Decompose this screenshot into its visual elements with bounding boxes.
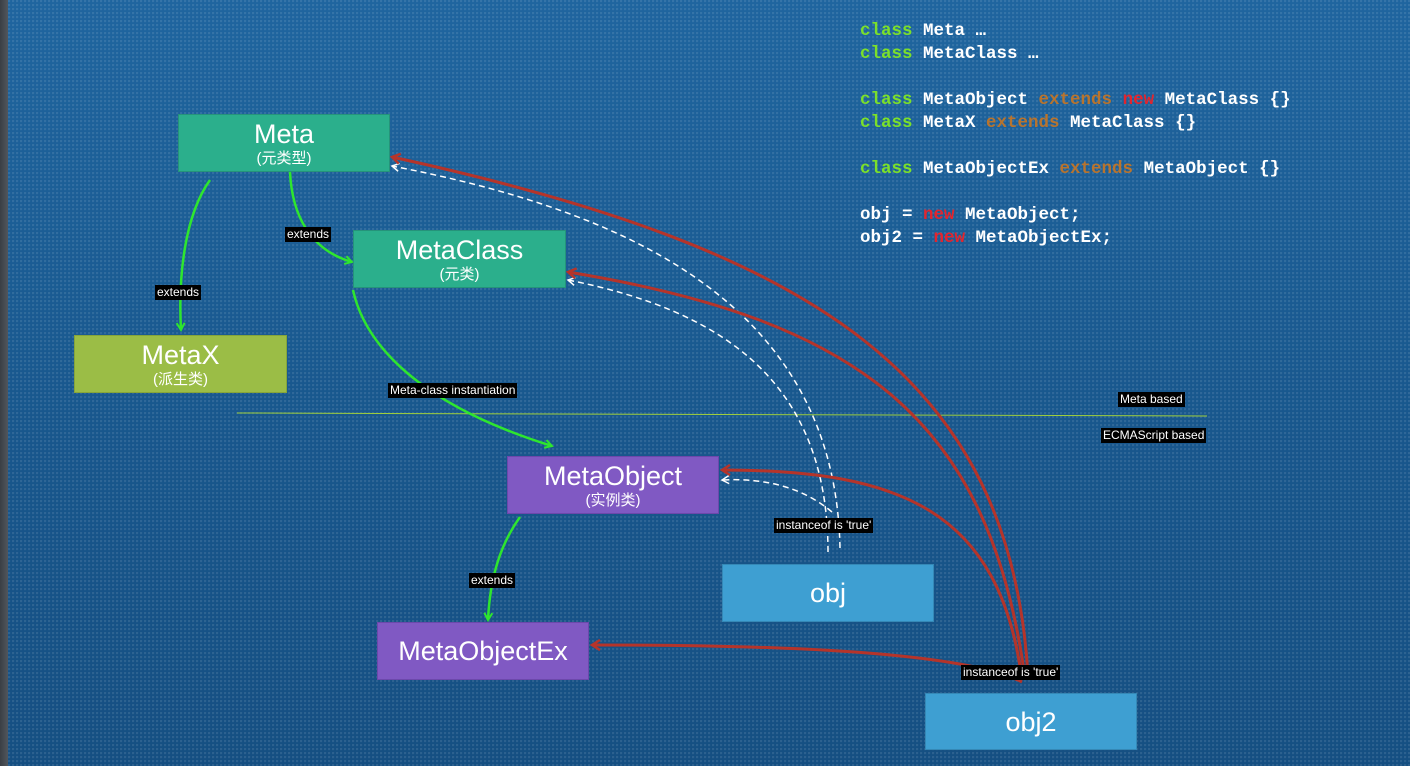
label-meta-based: Meta based	[1118, 392, 1185, 407]
code-listing: class Meta … class MetaClass … class Meta…	[860, 20, 1291, 250]
node-obj2: obj2	[925, 693, 1137, 750]
arrow-metaobjectex-extends	[488, 516, 522, 620]
node-obj-title: obj	[809, 578, 847, 608]
dashed-obj-to-meta	[390, 162, 841, 549]
node-meta-title: Meta	[253, 118, 315, 149]
node-meta: Meta (元类型)	[178, 114, 390, 172]
node-obj2-title: obj2	[1005, 706, 1057, 737]
arrow-obj2-to-meta	[392, 157, 1030, 676]
code-line-4: class MetaX extends MetaClass {}	[860, 113, 1197, 133]
arrow-obj2-to-metaobject	[722, 470, 1024, 681]
code-line-7: obj2 = new MetaObjectEx;	[860, 228, 1113, 248]
node-obj: obj	[722, 564, 934, 622]
label-extends-metaobjectex: extends	[469, 573, 516, 588]
node-meta-subtitle: (元类型)	[256, 149, 312, 167]
code-line-5: class MetaObjectEx extends MetaObject {}	[860, 159, 1281, 179]
code-line-1: class Meta …	[860, 21, 987, 41]
node-metax-title: MetaX	[141, 339, 220, 370]
node-metaclass-title: MetaClass	[395, 234, 524, 265]
left-edge-bar	[0, 0, 8, 766]
code-blank-2	[860, 135, 1291, 158]
node-metaclass: MetaClass (元类)	[353, 230, 566, 288]
arrow-obj2-to-metaclass	[568, 272, 1027, 679]
code-blank-3	[860, 181, 1291, 204]
label-extends-metaclass: extends	[285, 227, 332, 242]
node-metaobject: MetaObject (实例类)	[507, 456, 719, 514]
node-metaobject-subtitle: (实例类)	[585, 491, 641, 509]
label-instantiation: Meta-class instantiation	[388, 383, 518, 398]
node-metax: MetaX (派生类)	[74, 335, 287, 393]
node-metaclass-subtitle: (元类)	[439, 265, 480, 283]
dashed-obj-to-metaclass	[566, 276, 829, 553]
arrow-metaclass-extends-meta	[288, 171, 352, 262]
code-line-2: class MetaClass …	[860, 44, 1039, 64]
dashed-obj-to-metaobject	[720, 475, 833, 513]
label-ecma-based: ECMAScript based	[1101, 428, 1207, 443]
code-blank-1	[860, 66, 1291, 89]
code-line-6: obj = new MetaObject;	[860, 205, 1081, 225]
node-metaobjectex: MetaObjectEx	[377, 622, 589, 680]
label-instanceof-obj2: instanceof is 'true'	[961, 665, 1061, 680]
divider-line	[236, 412, 1208, 417]
arrow-obj2-to-metaobjectex	[592, 645, 1023, 684]
arrow-metax-extends-meta	[180, 179, 212, 330]
node-metaobject-title: MetaObject	[543, 460, 683, 491]
node-metaobjectex-title: MetaObjectEx	[398, 636, 568, 666]
label-instanceof-obj: instanceof is 'true'	[774, 518, 874, 533]
arrow-instantiation	[351, 289, 552, 446]
label-extends-metax: extends	[155, 285, 202, 300]
code-line-3: class MetaObject extends new MetaClass {…	[860, 90, 1291, 110]
node-metax-subtitle: (派生类)	[153, 370, 208, 388]
